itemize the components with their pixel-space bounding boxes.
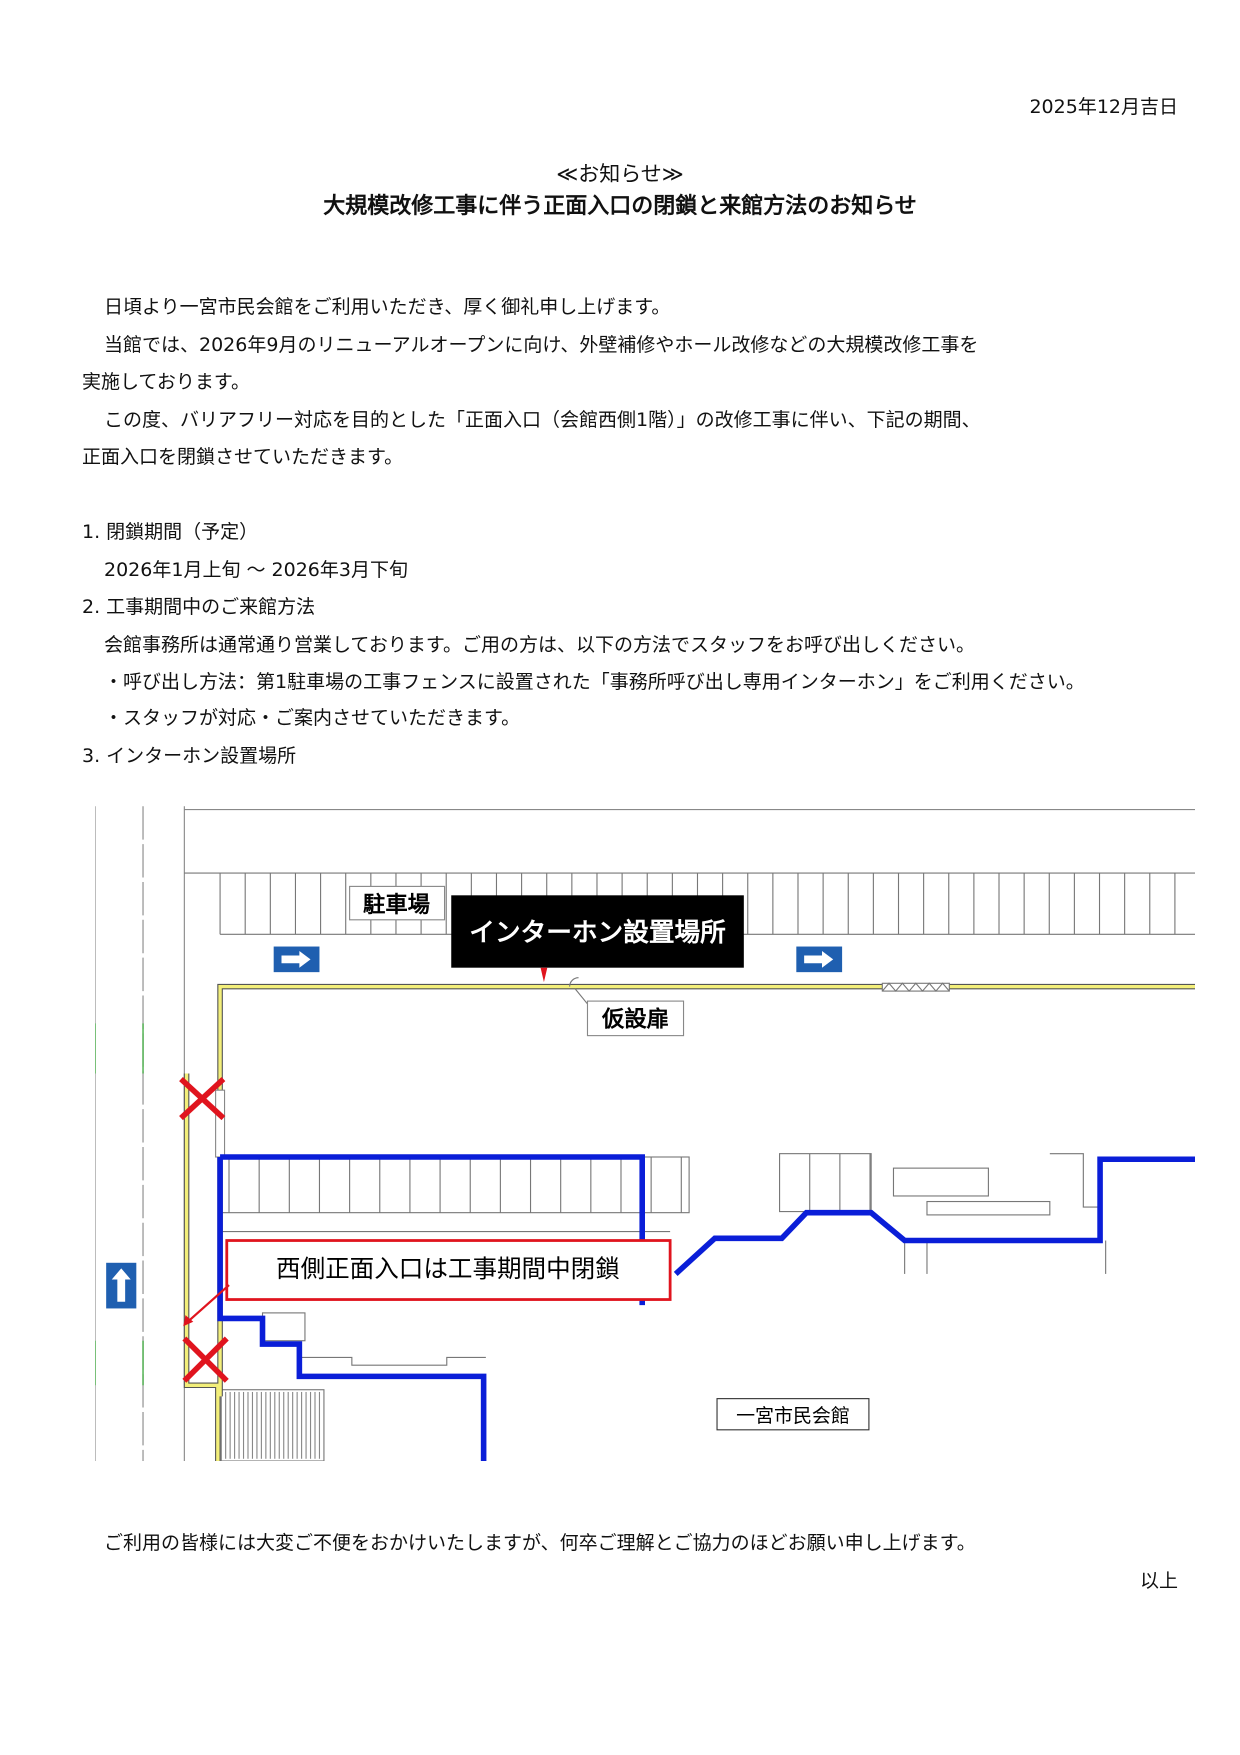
notice-heading: ≪お知らせ≫ <box>556 162 684 186</box>
construction-fence-fill <box>184 984 1195 1461</box>
building-outline <box>219 1153 1107 1461</box>
issue-date: 2025年12月吉日 <box>1029 96 1178 118</box>
section-line: ・呼び出し方法：第1駐車場の工事フェンスに設置された「事務所呼び出し専用インター… <box>104 671 1085 693</box>
arrow-up-icon <box>106 1262 137 1309</box>
intercom-callout: インターホン設置場所 <box>451 895 744 983</box>
notice-title: 大規模改修工事に伴う正面入口の閉鎖と来館方法のお知らせ <box>323 194 917 219</box>
section-heading: 2. 工事期間中のご来館方法 <box>82 596 316 618</box>
body-line: 日頃より一宮市民会館をご利用いただき、厚く御礼申し上げます。 <box>104 296 671 318</box>
building-boundary <box>217 1154 1195 1461</box>
body-line: 正面入口を閉鎖させていただきます。 <box>82 446 404 468</box>
body-line: 実施しております。 <box>82 371 250 393</box>
door-label-text: 仮設扉 <box>601 1006 669 1033</box>
building-label-text: 一宮市民会館 <box>736 1405 850 1427</box>
closed-label-text: 西側正面入口は工事期間中閉鎖 <box>276 1254 620 1283</box>
site-map: 駐車場 インターホン設置場所 仮設扉 西側正面入口は工事期間中閉鎖 一宮市民会館 <box>95 806 1195 1461</box>
arrow-right-icon <box>796 946 843 973</box>
body-line: 当館では、2026年9月のリニューアルオープンに向け、外壁補修やホール改修などの… <box>104 334 979 356</box>
body-line: この度、バリアフリー対応を目的とした「正面入口（会館西側1階）」の改修工事に伴い… <box>104 409 981 431</box>
closed-x-icon <box>179 1077 226 1121</box>
end-mark: 以上 <box>1139 1570 1178 1592</box>
closed-entrance-callout: 西側正面入口は工事期間中閉鎖 <box>183 1239 672 1327</box>
fence-gate <box>215 1089 226 1158</box>
closing-line: ご利用の皆様には大変ご不便をおかけいたしますが、何卒ご理解とご協力のほどお願い申… <box>104 1532 976 1554</box>
construction-fence <box>183 983 1195 1461</box>
section-line: 会館事務所は通常通り営業しております。ご用の方は、以下の方法でスタッフをお呼び出… <box>104 634 975 656</box>
closed-x-icon <box>182 1336 229 1383</box>
parking-label: 駐車場 <box>349 885 446 921</box>
temporary-door-label: 仮設扉 <box>586 1000 685 1037</box>
section-line: ・スタッフが対応・ご案内させていただきます。 <box>104 707 521 729</box>
building-label: 一宮市民会館 <box>716 1398 870 1431</box>
section-line: 2026年1月上旬 ～ 2026年3月下旬 <box>104 559 408 581</box>
arrow-right-icon <box>273 946 320 973</box>
intercom-label-text: インターホン設置場所 <box>469 917 726 948</box>
parking-label-text: 駐車場 <box>363 891 430 918</box>
section-heading: 3. インターホン設置場所 <box>82 745 297 767</box>
section-heading: 1. 閉鎖期間（予定） <box>82 521 259 543</box>
